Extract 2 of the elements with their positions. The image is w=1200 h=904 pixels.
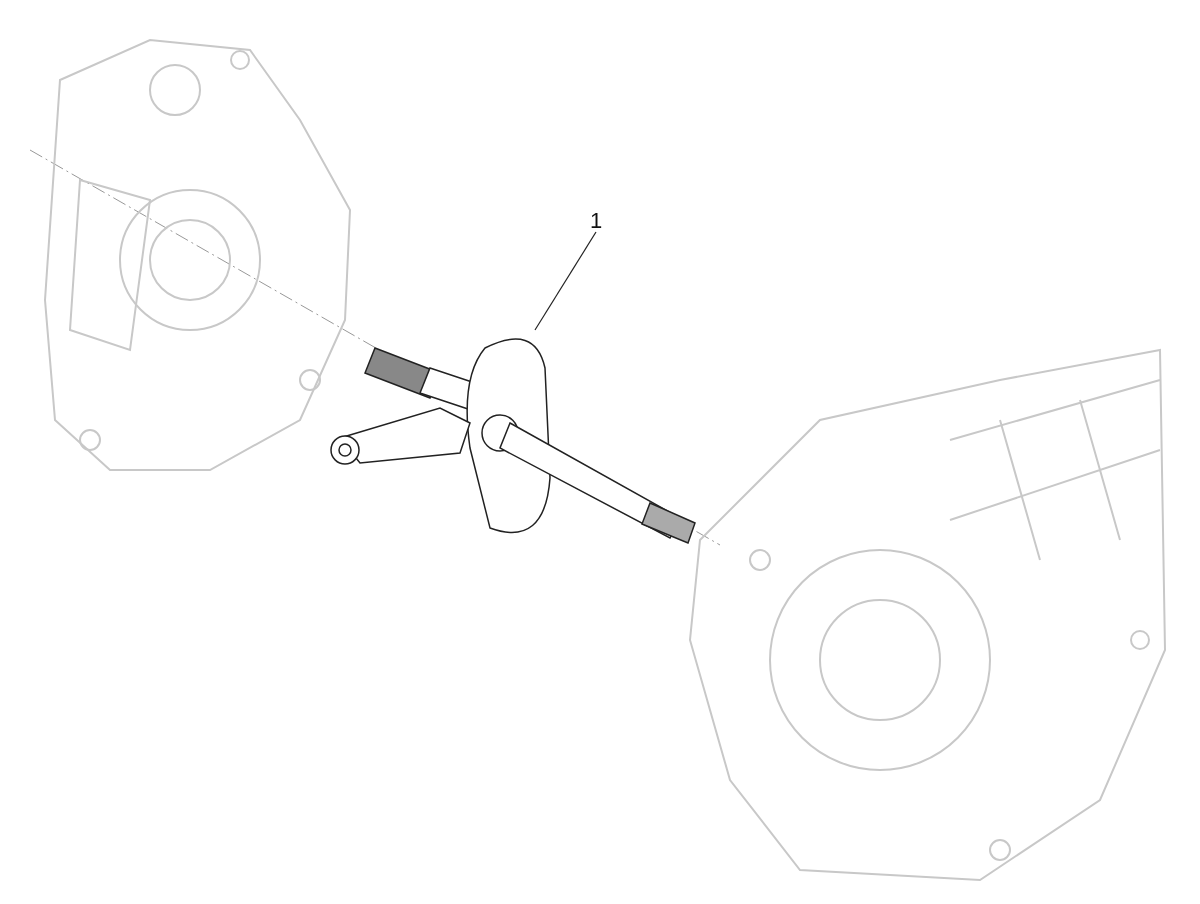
leader-line xyxy=(534,231,597,331)
callout-number: 1 xyxy=(590,210,603,232)
